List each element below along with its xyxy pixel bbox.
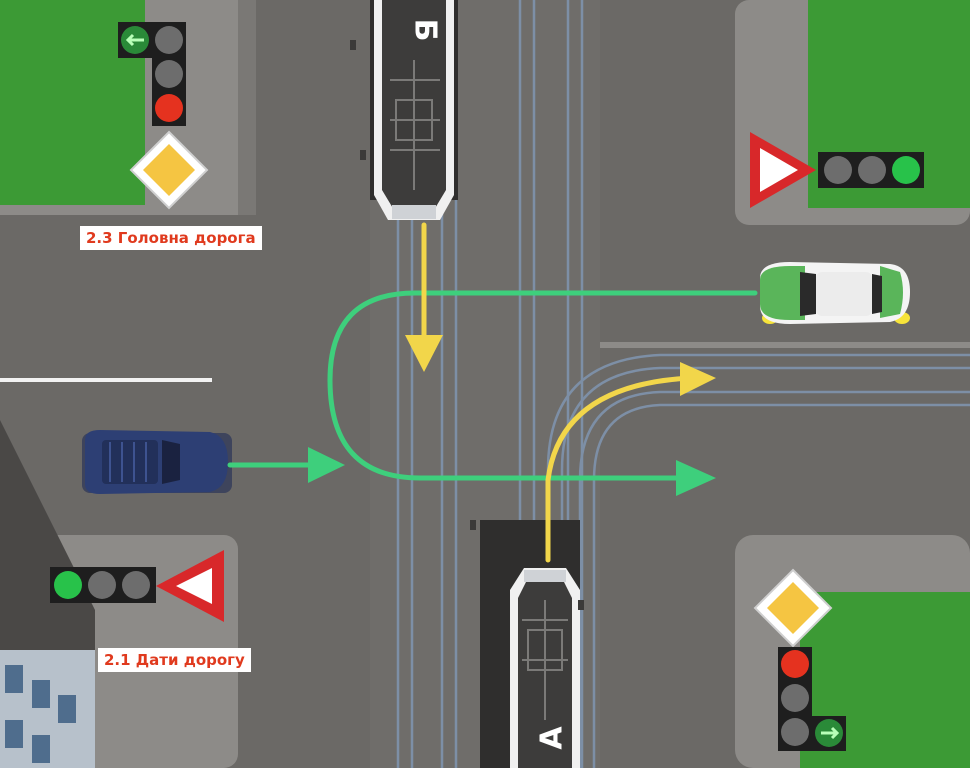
- main-road-label: 2.3 Головна дорога: [80, 226, 262, 250]
- yellow-arrow-head-right: [680, 362, 716, 396]
- main-road-sign-bottom-right: [753, 568, 833, 648]
- green-arrow-head-right: [676, 460, 716, 496]
- traffic-light-top-left: [118, 22, 186, 126]
- traffic-light-bottom-right: [778, 647, 846, 751]
- give-way-label: 2.1 Дати дорогу: [98, 648, 251, 672]
- give-way-sign-top-right: [750, 132, 816, 208]
- traffic-light-bottom-left: [50, 567, 156, 603]
- white-car: [760, 262, 910, 324]
- tram-b: Б: [370, 0, 458, 220]
- give-way-sign-bottom-left: [156, 550, 224, 622]
- green-route: [227, 290, 758, 481]
- tram-b-letter: Б: [408, 19, 443, 42]
- corner-bottom-right: [735, 535, 970, 768]
- green-arrow-head: [308, 447, 345, 483]
- yellow-arrow-head-down: [405, 335, 443, 372]
- tram-a-letter: А: [535, 726, 570, 750]
- building: [0, 420, 95, 768]
- tram-a: А: [480, 520, 580, 768]
- lane-marking: [0, 378, 212, 382]
- yellow-route: [421, 222, 693, 563]
- traffic-light-top-right: [818, 152, 924, 188]
- blue-car: [82, 430, 232, 494]
- bollards: [350, 40, 584, 610]
- main-road-sign-top-left: [129, 130, 209, 210]
